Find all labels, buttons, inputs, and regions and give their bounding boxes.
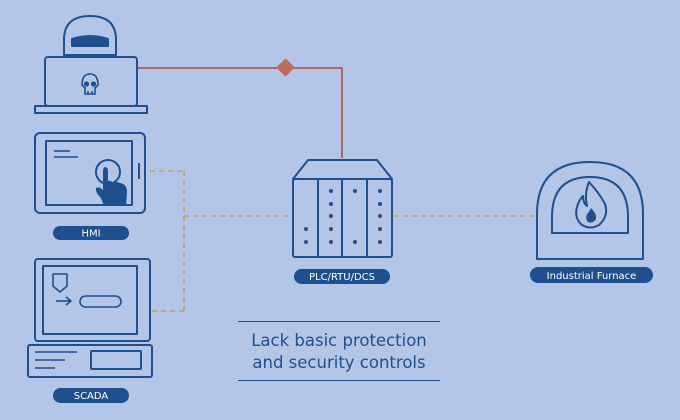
hmi-label: HMI (81, 229, 100, 240)
caption: Lack basic protection and security contr… (238, 321, 440, 381)
touch-hand-icon (95, 159, 127, 206)
scada-label-pill: SCADA (53, 388, 129, 403)
network-path (150, 170, 537, 312)
caption-line-2: and security controls (252, 353, 426, 372)
caption-line-1: Lack basic protection (251, 331, 427, 350)
attack-path (138, 67, 343, 158)
plc-rack-icon (292, 159, 393, 258)
hacker-icon (63, 15, 117, 56)
attack-node-icon (276, 58, 295, 77)
hmi-label-pill: HMI (53, 226, 129, 240)
laptop-icon (34, 56, 148, 114)
plc-label-pill: PLC/RTU/DCS (294, 269, 390, 284)
scada-terminal-icon (27, 258, 153, 378)
plc-label: PLC/RTU/DCS (309, 272, 375, 283)
flame-icon (575, 181, 608, 229)
hmi-tablet-icon (34, 132, 146, 214)
skull-icon (81, 73, 99, 95)
furnace-label: Industrial Furnace (547, 271, 637, 282)
scada-label: SCADA (74, 391, 109, 402)
furnace-label-pill: Industrial Furnace (530, 267, 653, 283)
plc-indicator-leds (304, 189, 382, 244)
